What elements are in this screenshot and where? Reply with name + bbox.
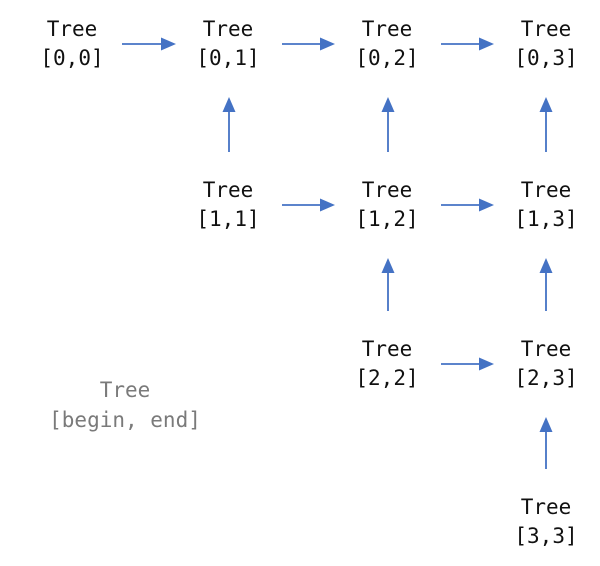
node-range: [1,3] [514, 207, 578, 231]
arrow-head [479, 357, 494, 371]
legend-subtitle: [begin, end] [49, 408, 201, 432]
arrow-1-2-to-0-2 [381, 97, 395, 152]
arrow-head [381, 258, 395, 273]
arrow-3-3-to-2-3 [539, 417, 553, 469]
node-tree-1-2: Tree [1,2] [332, 176, 442, 234]
arrow-head [479, 198, 494, 212]
arrow-head [479, 37, 494, 51]
node-title: Tree [46, 17, 98, 41]
arrow-head [320, 37, 335, 51]
node-range: [1,2] [355, 207, 419, 231]
node-range: [0,1] [196, 46, 260, 70]
arrow-head [222, 97, 236, 112]
arrow-head [320, 198, 335, 212]
legend-title: Tree [99, 378, 151, 402]
node-title: Tree [202, 17, 254, 41]
node-tree-0-2: Tree [0,2] [332, 15, 442, 73]
arrow-head [381, 97, 395, 112]
node-title: Tree [520, 495, 572, 519]
arrow-head [161, 37, 176, 51]
arrow-2-2-to-1-2 [381, 258, 395, 311]
arrow-2-2-to-2-3 [441, 357, 494, 371]
node-tree-0-0: Tree [0,0] [17, 15, 127, 73]
arrow-0-0-to-0-1 [122, 37, 176, 51]
arrow-0-2-to-0-3 [441, 37, 494, 51]
node-title: Tree [361, 17, 413, 41]
node-title: Tree [361, 178, 413, 202]
arrow-1-1-to-1-2 [282, 198, 335, 212]
node-range: [2,3] [514, 366, 578, 390]
node-title: Tree [520, 337, 572, 361]
arrow-head [539, 417, 553, 432]
node-range: [0,0] [40, 46, 104, 70]
node-title: Tree [520, 17, 572, 41]
node-title: Tree [202, 178, 254, 202]
node-range: [3,3] [514, 524, 578, 548]
node-tree-0-3: Tree [0,3] [491, 15, 600, 73]
arrow-1-3-to-0-3 [539, 97, 553, 152]
node-tree-1-3: Tree [1,3] [491, 176, 600, 234]
node-title: Tree [361, 337, 413, 361]
arrow-0-1-to-0-2 [282, 37, 335, 51]
node-title: Tree [520, 178, 572, 202]
arrow-1-1-to-0-1 [222, 97, 236, 152]
node-tree-2-3: Tree [2,3] [491, 335, 600, 393]
arrow-1-2-to-1-3 [441, 198, 494, 212]
node-tree-3-3: Tree [3,3] [491, 493, 600, 551]
node-range: [0,3] [514, 46, 578, 70]
node-range: [0,2] [355, 46, 419, 70]
node-tree-2-2: Tree [2,2] [332, 335, 442, 393]
node-range: [1,1] [196, 207, 260, 231]
node-tree-1-1: Tree [1,1] [173, 176, 283, 234]
arrow-head [539, 97, 553, 112]
arrow-2-3-to-1-3 [539, 258, 553, 311]
node-tree-0-1: Tree [0,1] [173, 15, 283, 73]
arrow-head [539, 258, 553, 273]
node-range: [2,2] [355, 366, 419, 390]
legend: Tree [begin, end] [35, 375, 215, 435]
